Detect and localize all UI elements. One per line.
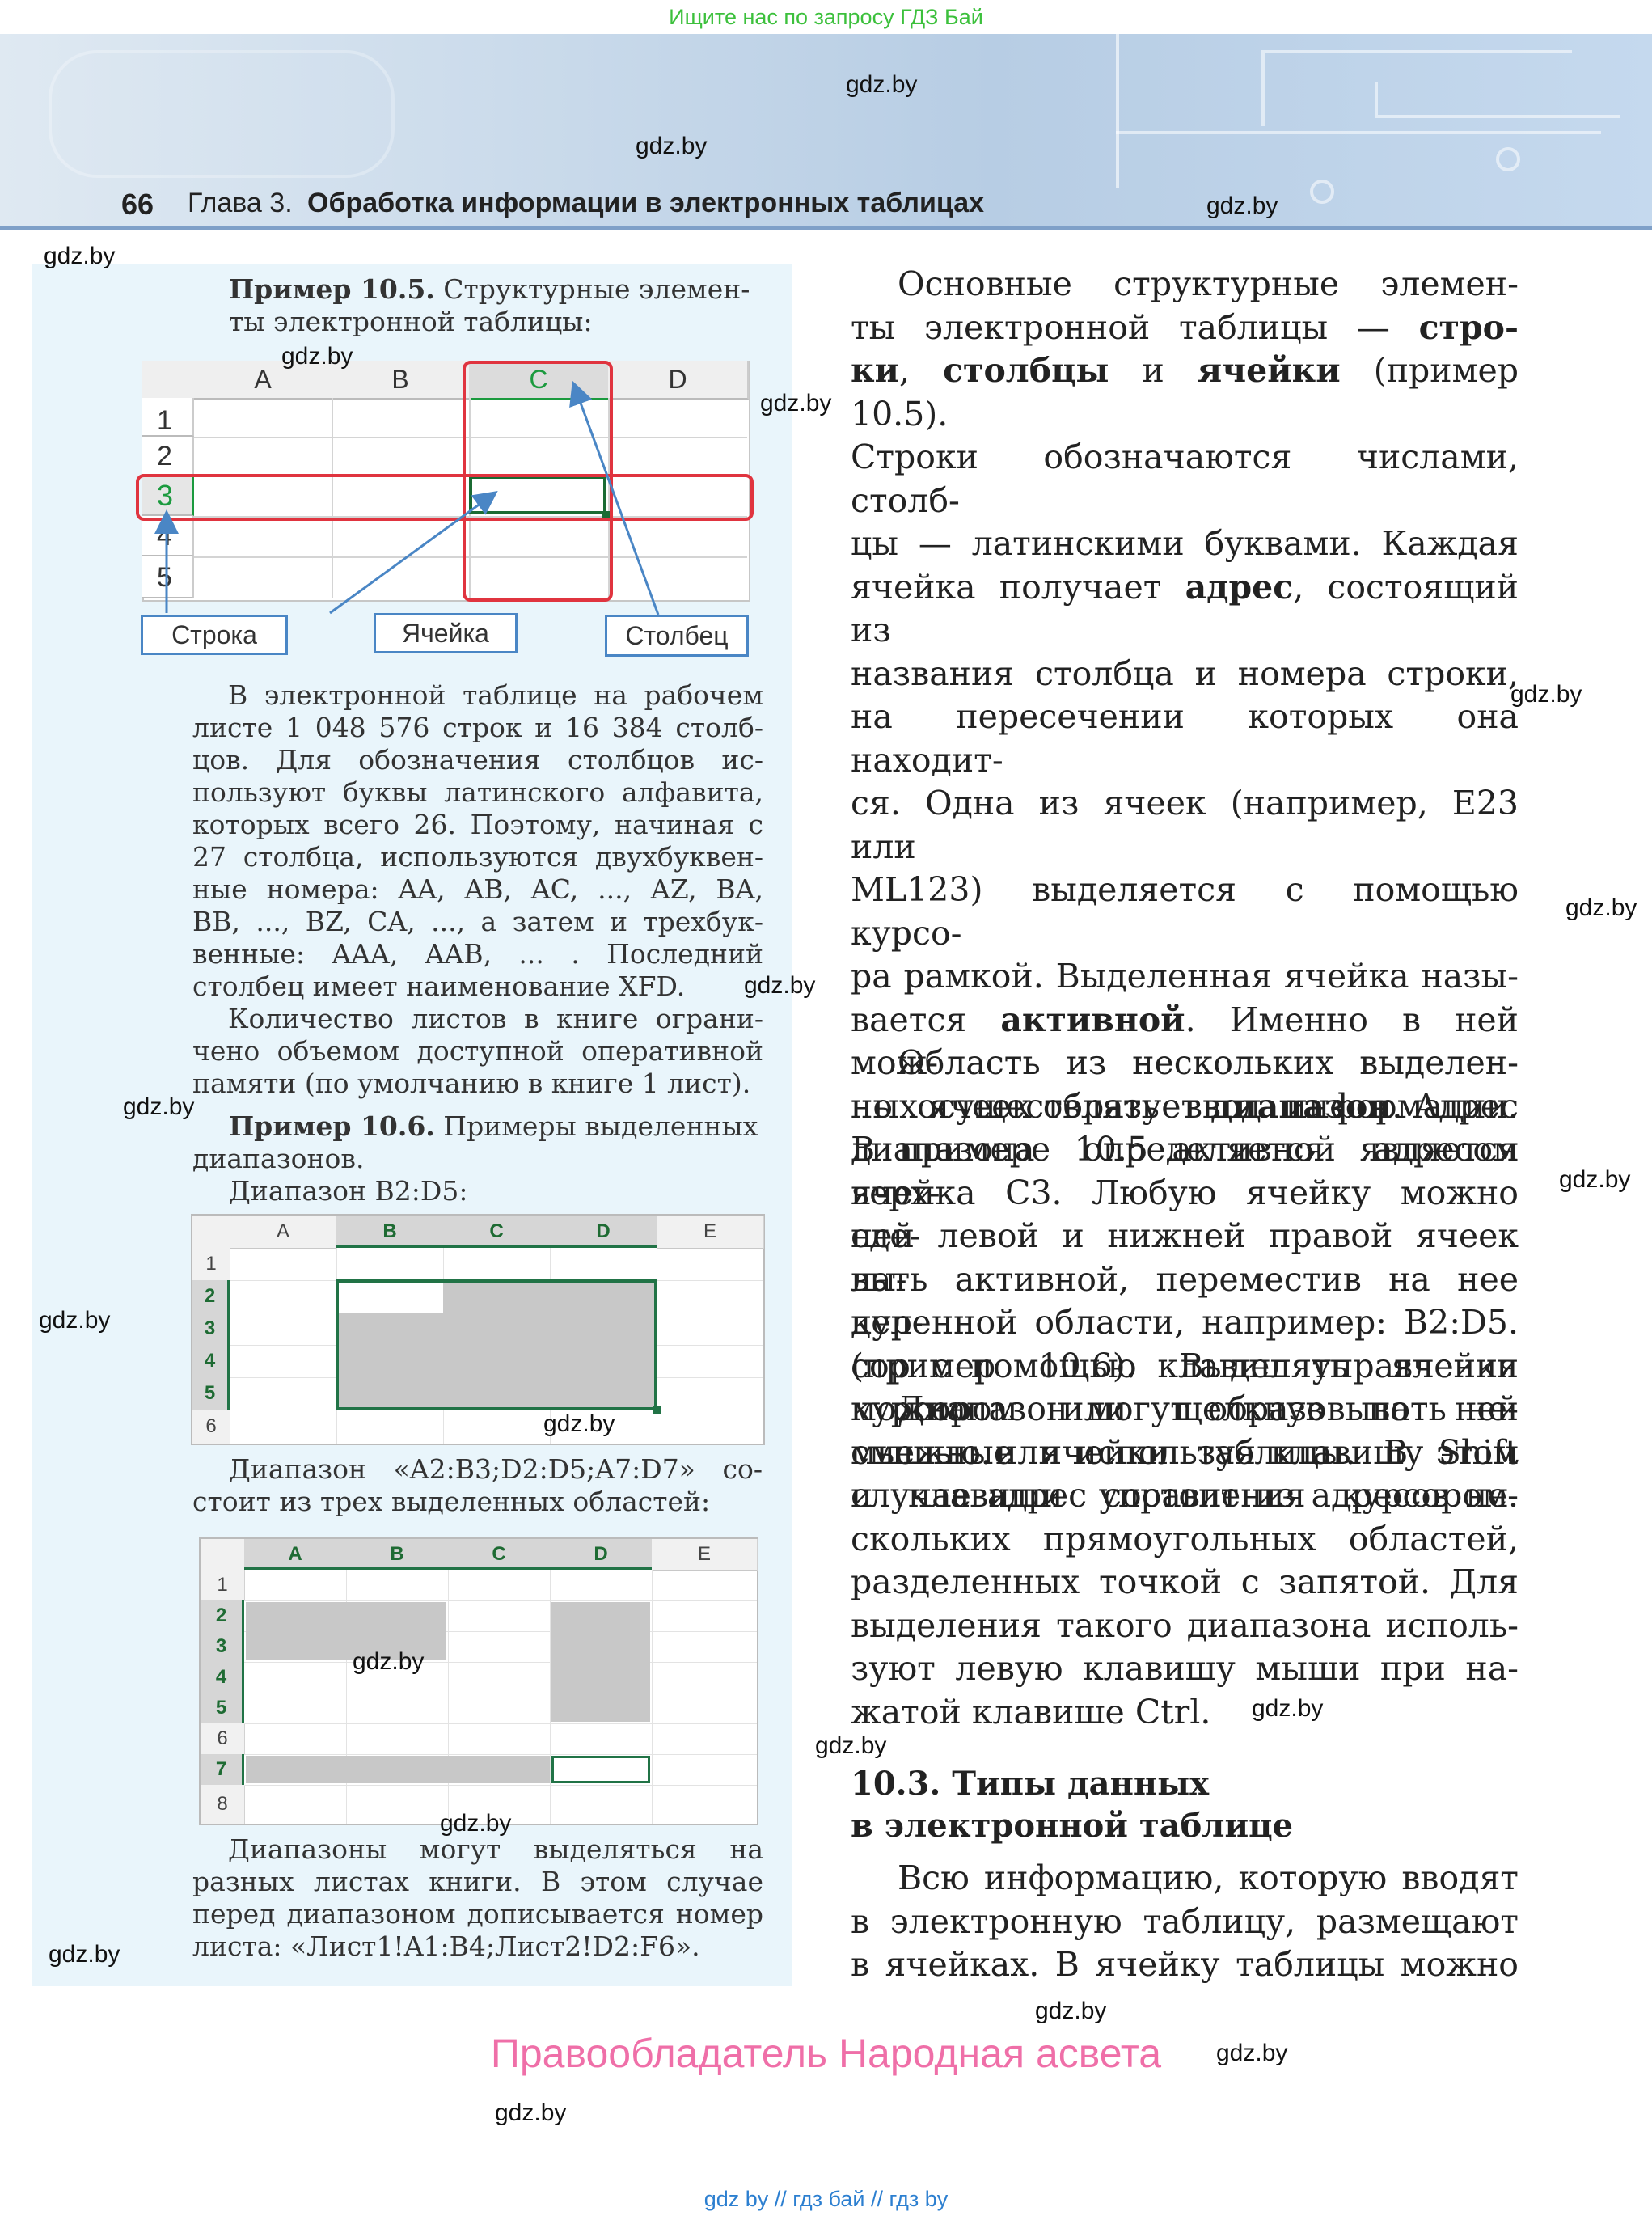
copyright-holder: Правообладатель Народная асвета	[490, 2031, 1162, 2076]
example-10-6-label: Пример 10.6.	[229, 1110, 435, 1142]
paragraph-non-adjacent: Диапазон могут образовывать не- смежные …	[851, 1389, 1519, 1731]
range-2-description-2: стоит из трех выделенных областей:	[192, 1486, 711, 1517]
column-c-highlight	[463, 361, 613, 602]
column-header-c: C	[469, 361, 610, 400]
chapter-label: Глава 3.	[188, 188, 293, 218]
example-10-5-text-2: ты электронной таблицы:	[229, 306, 593, 337]
callout-cell: Ячейка	[374, 613, 518, 653]
paragraph-sheets: Количество листов в книге ограни- чено о…	[192, 1003, 763, 1099]
watermark: gdz.by	[1206, 192, 1278, 219]
fill-handle	[602, 511, 610, 519]
column-header-d: D	[608, 361, 749, 400]
callout-column: Столбец	[605, 615, 749, 657]
example-10-6-text: Примеры выделенных	[434, 1110, 758, 1142]
select-all-corner	[142, 361, 196, 400]
header-banner	[0, 34, 1652, 228]
figure-structural-elements: A B C D 1 2 3 4 5 Строка Ячейка Столбец	[136, 361, 754, 660]
column-header-b: B	[332, 361, 471, 400]
watermark: gdz.by	[1559, 1166, 1631, 1193]
watermark: gdz.by	[543, 1410, 615, 1437]
watermark: gdz.by	[44, 243, 116, 269]
callout-arrows	[154, 380, 660, 615]
example-10-5-heading: Пример 10.5. Структурные элемен-	[229, 273, 763, 306]
row-3-highlight	[136, 474, 754, 521]
paragraph-rows-columns: В электронной таблице на рабочем листе 1…	[192, 679, 763, 1002]
watermark: gdz.by	[495, 2099, 567, 2126]
watermark: gdz.by	[440, 1810, 512, 1837]
paragraph-sheet-ranges: Диапазоны могут выделяться на разных лис…	[192, 1833, 763, 1962]
watermark: gdz.by	[1565, 894, 1637, 921]
active-cell-c3	[469, 476, 606, 514]
watermark: gdz.by	[1035, 1998, 1107, 2024]
figure-range-b2-d5: A B C D E 1 2 3 4 5 6	[191, 1214, 765, 1445]
row-header-1: 1	[142, 398, 194, 437]
paragraph-range: Область из нескольких выделен- ных ячеек…	[851, 1043, 1519, 1515]
range-2-description: Диапазон «A2:B3;D2:D5;A7:D7» со-	[229, 1453, 763, 1485]
example-10-5-label: Пример 10.5.	[229, 273, 435, 305]
watermark: gdz.by	[846, 71, 918, 98]
watermark: gdz.by	[49, 1941, 120, 1968]
watermark: gdz.by	[353, 1648, 425, 1675]
figure-range-multi: A B C D E 1 2 3 4 5 6 7 8	[199, 1537, 758, 1825]
example-10-6-heading: Пример 10.6. Примеры выделенных	[229, 1110, 763, 1143]
row-header-5: 5	[142, 556, 194, 598]
watermark: gdz.by	[744, 972, 816, 999]
page-number: 66	[121, 188, 154, 221]
watermark: gdz.by	[636, 133, 708, 159]
watermark: gdz.by	[281, 343, 353, 370]
watermark: gdz.by	[1510, 681, 1582, 708]
watermark: gdz.by	[760, 390, 832, 416]
column-header-a: A	[194, 361, 333, 400]
paragraph-structure: Основные структурные элемен- ты электрон…	[851, 264, 1519, 1472]
example-10-6-text-2: диапазонов.	[192, 1143, 365, 1174]
active-cell-d7	[551, 1756, 650, 1783]
callout-row: Строка	[141, 615, 288, 655]
watermark: gdz.by	[1216, 2040, 1288, 2066]
example-10-5-text: Структурные элемен-	[434, 273, 750, 305]
watermark: gdz.by	[1252, 1695, 1324, 1722]
range-1-label: Диапазон B2:D5:	[229, 1175, 468, 1207]
header-rule	[0, 226, 1652, 230]
section-heading: 10.3. Типы данных в электронной таблице	[851, 1763, 1293, 1847]
section-heading-line-2: в электронной таблице	[851, 1807, 1294, 1845]
paragraph-data-types: Всю информацию, которую вводят в электро…	[851, 1858, 1519, 1984]
footer-links[interactable]: gdz by // гдз бай // гдз by	[703, 2187, 949, 2211]
row-header-3: 3	[142, 476, 194, 516]
watermark: gdz.by	[39, 1307, 111, 1334]
chapter-title: Обработка информации в электронных табли…	[307, 188, 985, 218]
range-selection-border	[336, 1279, 657, 1410]
section-heading-line-1: 10.3. Типы данных	[851, 1765, 1210, 1803]
watermark: gdz.by	[123, 1093, 195, 1120]
watermark: gdz.by	[815, 1732, 887, 1759]
search-hint-link[interactable]: Ищите нас по запросу ГДЗ Бай	[669, 5, 983, 29]
